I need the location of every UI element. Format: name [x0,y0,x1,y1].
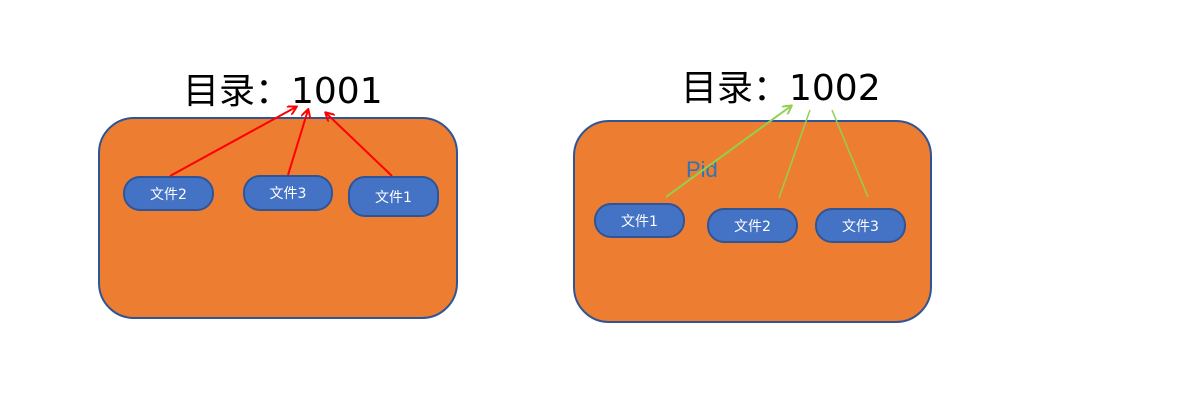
arrow-file2-to-1001 [169,107,296,177]
file-node-left-2: 文件3 [243,175,333,211]
arrow-file1-to-1001 [326,113,393,177]
directory-title-1001: 目录：1001 [183,71,383,112]
link-file3-to-1002 [831,109,869,198]
file-node-left-3: 文件1 [348,176,439,217]
file-node-right-1: 文件1 [594,203,685,238]
directory-box-1001 [98,117,458,319]
arrow-file3-to-1001 [287,110,308,176]
file-node-right-3: 文件3 [815,208,906,243]
file-node-left-1: 文件2 [123,176,214,211]
arrow-file1-to-1002 [665,106,791,198]
directory-title-1002: 目录：1002 [681,68,881,109]
link-file2-to-1002 [778,109,811,199]
file-node-right-2: 文件2 [707,208,798,243]
